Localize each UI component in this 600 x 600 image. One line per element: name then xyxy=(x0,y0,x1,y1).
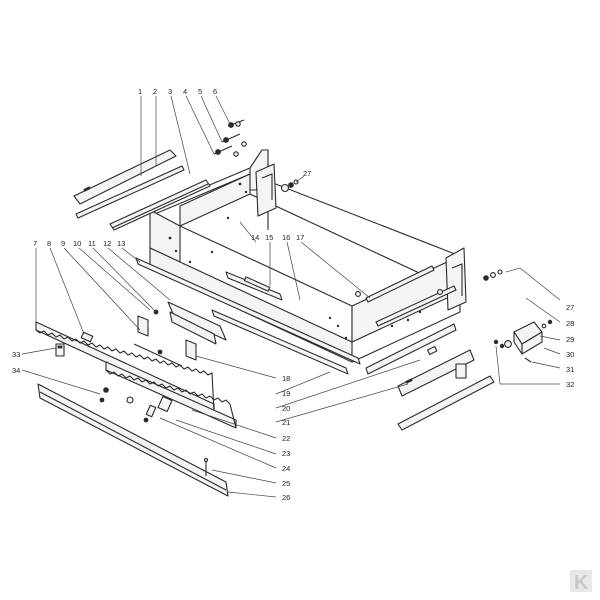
blade-20 xyxy=(365,323,457,375)
motor-29 xyxy=(499,319,553,355)
toothed-blade-23 xyxy=(105,361,237,429)
callout-33: 33 xyxy=(12,350,20,359)
callout-14: 14 xyxy=(251,233,259,242)
strip-lower-right xyxy=(397,375,495,431)
blade-1 xyxy=(73,149,177,205)
callout-5: 5 xyxy=(198,87,202,96)
nut-27-top xyxy=(280,179,299,193)
callout-6: 6 xyxy=(213,87,217,96)
callout-17: 17 xyxy=(296,233,304,242)
blade-21 xyxy=(397,349,475,397)
callout-31: 31 xyxy=(566,365,574,374)
callout-1: 1 xyxy=(138,87,142,96)
callout-3: 3 xyxy=(168,87,172,96)
callout-13: 13 xyxy=(117,239,125,248)
callout-20: 20 xyxy=(282,404,290,413)
callout-28: 28 xyxy=(566,319,574,328)
callout-12: 12 xyxy=(103,239,111,248)
strip-3 xyxy=(109,179,211,231)
nut-27-right xyxy=(483,269,503,281)
callout-29: 29 xyxy=(566,335,574,344)
bolts-4-5-6 xyxy=(213,119,247,157)
callout-4: 4 xyxy=(183,87,187,96)
pin-24-25 xyxy=(203,457,209,476)
rail-15-16 xyxy=(225,271,283,301)
callout-21: 21 xyxy=(282,418,290,427)
callout-2: 2 xyxy=(153,87,157,96)
rail-13 xyxy=(135,257,361,365)
callout-15: 15 xyxy=(265,233,273,242)
callout-10: 10 xyxy=(73,239,81,248)
callout-9: 9 xyxy=(61,239,65,248)
callout-26: 26 xyxy=(282,493,290,502)
callout-34: 34 xyxy=(12,366,20,375)
blade-19 xyxy=(211,309,349,375)
callout-18: 18 xyxy=(282,374,290,383)
brand-logo: K xyxy=(570,570,592,594)
callout-8: 8 xyxy=(47,239,51,248)
callout-7: 7 xyxy=(33,239,37,248)
callout-24: 24 xyxy=(282,464,290,473)
callout-32: 32 xyxy=(566,380,574,389)
washer-30-32 xyxy=(493,339,532,363)
brand-logo-letter: K xyxy=(574,572,589,594)
bracket-33 xyxy=(55,343,65,357)
callout-27-top: 27 xyxy=(303,169,311,178)
leader-lines xyxy=(21,95,561,498)
callout-22: 22 xyxy=(282,434,290,443)
bolts-34 xyxy=(99,387,149,423)
strip-2 xyxy=(75,165,185,219)
callout-30: 30 xyxy=(566,350,574,359)
callout-23: 23 xyxy=(282,449,290,458)
callout-27-right: 27 xyxy=(566,303,574,312)
callout-19: 19 xyxy=(282,389,290,398)
rail-26 xyxy=(37,383,229,497)
callout-25: 25 xyxy=(282,479,290,488)
callout-11: 11 xyxy=(88,239,96,248)
callout-labels: 1 2 3 4 5 6 27 7 8 9 10 11 12 13 14 15 1… xyxy=(12,87,574,502)
callout-16: 16 xyxy=(282,233,290,242)
